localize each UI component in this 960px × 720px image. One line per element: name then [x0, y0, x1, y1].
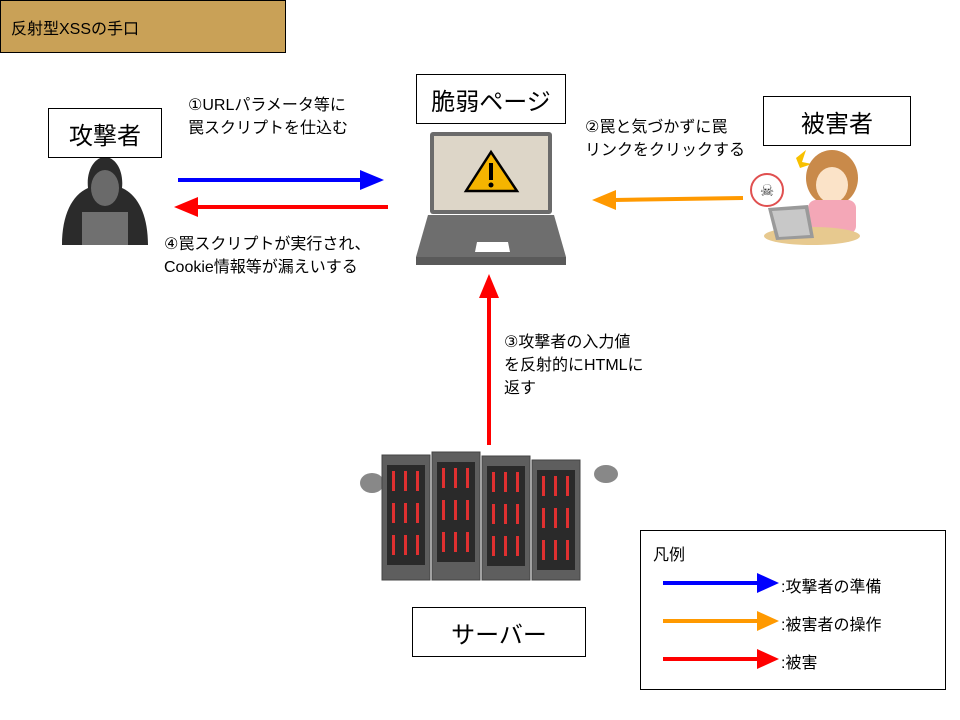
legend-item-damage: :被害	[781, 655, 818, 672]
server-led	[542, 508, 545, 528]
server-led	[542, 540, 545, 560]
step-4-note: ④罠スクリプトが実行され、 Cookie情報等が漏えいする	[164, 236, 371, 276]
server-led	[416, 503, 419, 523]
server-led	[516, 536, 519, 556]
server-label: サーバー	[412, 607, 586, 657]
server-led	[392, 503, 395, 523]
laptop-warning-icon	[416, 132, 566, 265]
server-led	[566, 508, 569, 528]
server-led	[554, 508, 557, 528]
victim-label: 被害者	[763, 96, 911, 146]
attacker-label: 攻撃者	[48, 108, 162, 158]
server-led	[416, 535, 419, 555]
arrow-step-4	[174, 197, 388, 217]
server-led	[454, 532, 457, 552]
distressed-woman-icon: ☠	[750, 150, 860, 245]
server-led	[566, 540, 569, 560]
server-led	[504, 504, 507, 524]
server-led	[454, 468, 457, 488]
server-led	[566, 476, 569, 496]
server-led	[454, 500, 457, 520]
server-led	[404, 535, 407, 555]
step-1-note: ①URLパラメータ等に 罠スクリプトを仕込む	[188, 97, 349, 137]
server-led	[504, 536, 507, 556]
hooded-hacker-icon	[62, 157, 148, 245]
legend-title: 凡例	[653, 547, 686, 564]
server-led	[466, 500, 469, 520]
server-led	[442, 468, 445, 488]
server-led	[516, 504, 519, 524]
diagram-title: 反射型XSSの手口	[0, 0, 286, 53]
server-led	[392, 471, 395, 491]
legend-item-victim-action: :被害者の操作	[781, 617, 882, 634]
server-led	[404, 503, 407, 523]
server-led	[554, 540, 557, 560]
server-racks-icon	[360, 451, 618, 581]
server-led	[504, 472, 507, 492]
legend-arrows	[663, 573, 779, 669]
server-led	[516, 472, 519, 492]
server-led	[416, 471, 419, 491]
server-led	[554, 476, 557, 496]
server-led	[392, 535, 395, 555]
server-led	[442, 500, 445, 520]
legend-item-attacker-prep: :攻撃者の準備	[781, 579, 882, 596]
server-led	[492, 536, 495, 556]
arrow-step-1	[178, 170, 384, 190]
arrow-step-2	[592, 190, 744, 210]
server-led	[492, 472, 495, 492]
server-led	[542, 476, 545, 496]
vulnerable-page-label: 脆弱ページ	[416, 74, 566, 124]
legend-arrow-victim-action	[663, 611, 779, 631]
server-led	[492, 504, 495, 524]
step-3-note: ③攻撃者の入力値 を反射的にHTMLに 返す	[504, 334, 644, 397]
legend-arrow-attacker-prep	[663, 573, 779, 593]
legend: 凡例 :攻撃者の準備 :被害者の操作 :被害	[640, 530, 946, 690]
server-led	[442, 532, 445, 552]
step-2-note: ②罠と気づかずに罠 リンクをクリックする	[585, 119, 746, 159]
server-led	[466, 532, 469, 552]
legend-arrow-damage	[663, 649, 779, 669]
svg-text:☠: ☠	[760, 183, 774, 200]
arrow-step-3	[479, 274, 499, 445]
server-led	[404, 471, 407, 491]
server-led	[466, 468, 469, 488]
